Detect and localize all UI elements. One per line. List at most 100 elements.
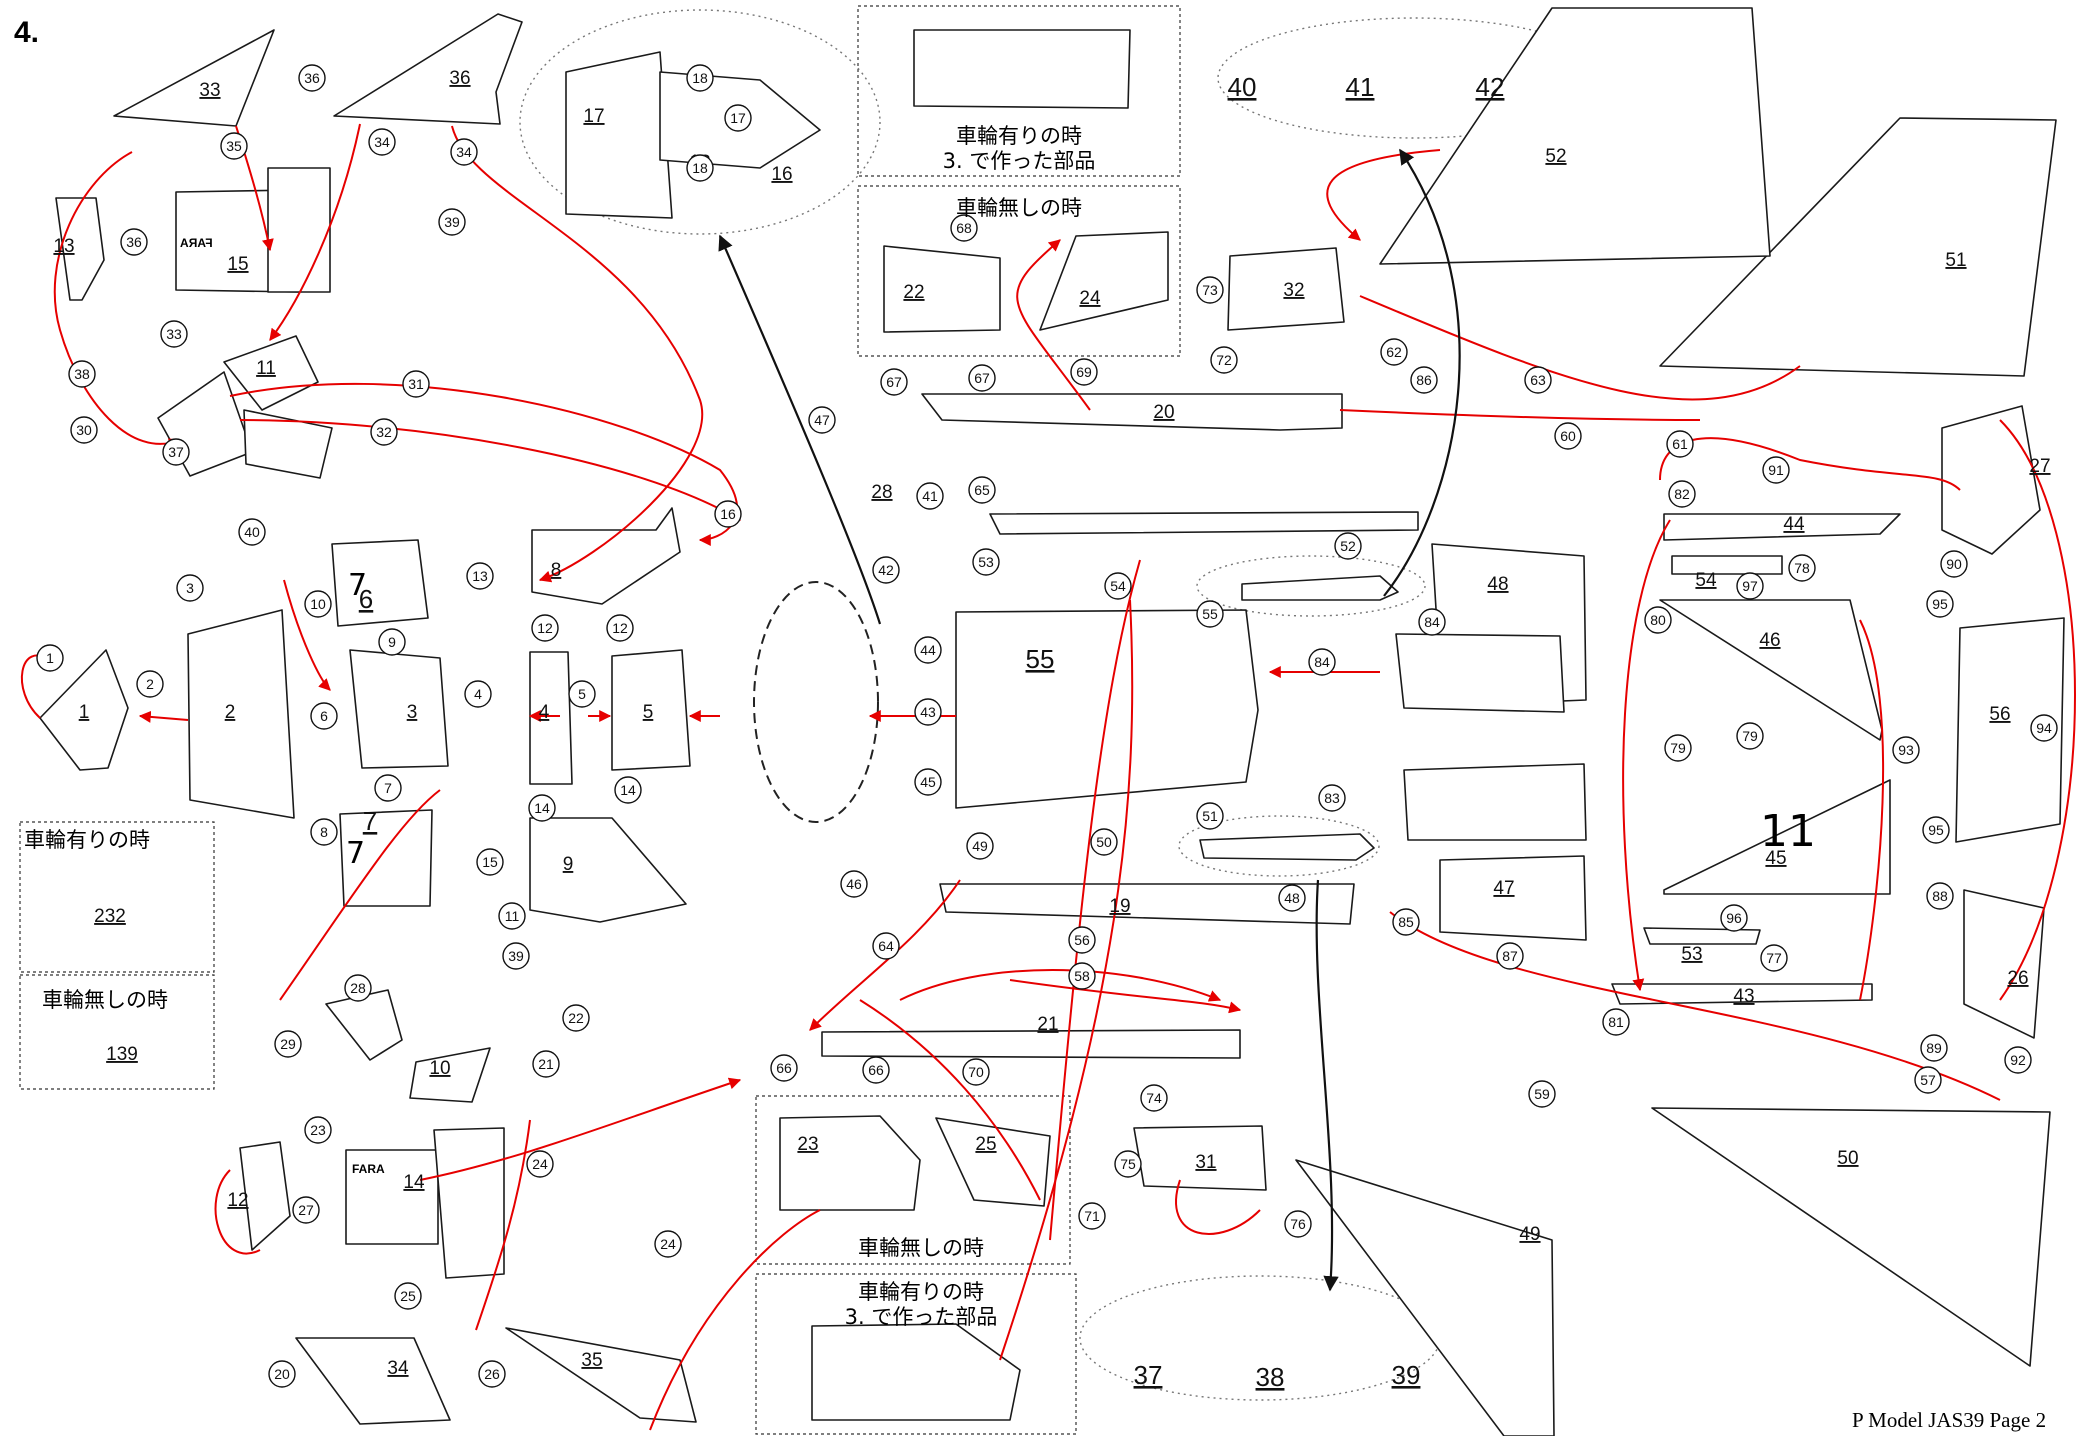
glue-tab-number: 82 bbox=[1674, 486, 1690, 502]
glue-tab-number: 49 bbox=[972, 838, 988, 854]
glue-tab-number: 36 bbox=[126, 234, 142, 250]
glue-tab-marker: 10 bbox=[304, 590, 332, 618]
glue-tab-marker: 67 bbox=[968, 364, 996, 392]
glue-tab-marker: 30 bbox=[70, 416, 98, 444]
glue-tab-marker: 80 bbox=[1644, 606, 1672, 634]
glue-tab-marker: 48 bbox=[1278, 884, 1306, 912]
glue-tab-number: 93 bbox=[1898, 742, 1914, 758]
glue-tab-marker: 67 bbox=[880, 368, 908, 396]
glue-tab-number: 52 bbox=[1340, 538, 1356, 554]
glue-tab-marker: 2 bbox=[136, 670, 164, 698]
glue-tab-circle bbox=[1078, 1202, 1106, 1230]
glue-tab-circle bbox=[1760, 944, 1788, 972]
glue-tab-number: 45 bbox=[920, 774, 936, 790]
glue-tab-circle bbox=[1418, 608, 1446, 636]
glue-tab-circle bbox=[310, 702, 338, 730]
glue-tab-marker: 58 bbox=[1068, 962, 1096, 990]
glue-tab-circle bbox=[686, 154, 714, 182]
glue-tab-marker: 49 bbox=[966, 832, 994, 860]
glue-tab-number: 78 bbox=[1794, 560, 1810, 576]
part-number-label: 1 bbox=[79, 702, 90, 723]
glue-tab-number: 48 bbox=[1284, 890, 1300, 906]
part-number-label: 43 bbox=[1733, 986, 1754, 1007]
glue-tab-number: 20 bbox=[274, 1366, 290, 1382]
glue-tab-number: 8 bbox=[320, 824, 328, 840]
glue-tab-number: 64 bbox=[878, 938, 894, 954]
part-number-label: 4 bbox=[539, 702, 550, 723]
part-number-label: 50 bbox=[1837, 1148, 1858, 1169]
glue-tab-number: 75 bbox=[1120, 1156, 1136, 1172]
glue-tab-marker: 72 bbox=[1210, 346, 1238, 374]
glue-tab-circle bbox=[724, 104, 752, 132]
glue-tab-circle bbox=[526, 1150, 554, 1178]
glue-tab-number: 25 bbox=[400, 1288, 416, 1304]
glue-tab-marker: 71 bbox=[1078, 1202, 1106, 1230]
glue-tab-circle bbox=[162, 438, 190, 466]
detail-arrows bbox=[718, 148, 1461, 1292]
glue-tab-circle bbox=[1920, 1034, 1948, 1062]
glue-tab-marker: 84 bbox=[1308, 648, 1336, 676]
glue-tab-circle bbox=[36, 644, 64, 672]
glue-tab-number: 24 bbox=[660, 1236, 676, 1252]
part-number-label: 46 bbox=[1759, 630, 1780, 651]
part-number-label: 37 bbox=[1134, 1360, 1163, 1390]
glue-tab-marker: 25 bbox=[394, 1282, 422, 1310]
glue-tab-circle bbox=[370, 418, 398, 446]
glue-tab-marker: 31 bbox=[402, 370, 430, 398]
glue-tab-circle bbox=[438, 208, 466, 236]
part-number-label: 44 bbox=[1783, 514, 1805, 535]
glue-tab-circle bbox=[1284, 1210, 1312, 1238]
glue-tab-number: 27 bbox=[298, 1202, 314, 1218]
glue-tab-circle bbox=[1524, 366, 1552, 394]
glue-tab-circle bbox=[531, 614, 559, 642]
glue-tab-circle bbox=[1090, 828, 1118, 856]
glue-tab-circle bbox=[498, 902, 526, 930]
glue-tab-number: 57 bbox=[1920, 1072, 1936, 1088]
glue-tab-number: 29 bbox=[280, 1036, 296, 1052]
glue-tab-circle bbox=[962, 1058, 990, 1086]
glue-tab-circle bbox=[402, 370, 430, 398]
note-frames bbox=[19, 5, 1181, 1435]
glue-tab-circle bbox=[916, 482, 944, 510]
glue-tab-circle bbox=[136, 670, 164, 698]
part-number-label: 10 bbox=[429, 1058, 450, 1079]
glue-tab-circle bbox=[344, 974, 372, 1002]
glue-tab-number: 44 bbox=[920, 642, 936, 658]
glue-tab-marker: 23 bbox=[304, 1116, 332, 1144]
part-number-label: 54 bbox=[1695, 570, 1717, 591]
glue-tab-number: 39 bbox=[444, 214, 460, 230]
glue-tab-circle bbox=[2004, 1046, 2032, 1074]
glue-tab-number: 42 bbox=[878, 562, 894, 578]
step-number: 4. bbox=[14, 16, 40, 49]
glue-tab-number: 80 bbox=[1650, 612, 1666, 628]
glue-tab-marker: 52 bbox=[1334, 532, 1362, 560]
part-number-label: 2 bbox=[225, 702, 236, 723]
glue-tab-marker: 69 bbox=[1070, 358, 1098, 386]
glue-tab-number: 22 bbox=[568, 1010, 584, 1026]
glue-tab-marker: 39 bbox=[502, 942, 530, 970]
glue-tab-number: 66 bbox=[776, 1060, 792, 1076]
part-number-label: 8 bbox=[551, 560, 562, 581]
glue-tab-number: 54 bbox=[1110, 578, 1126, 594]
glue-tab-circle bbox=[502, 942, 530, 970]
glue-tab-number: 95 bbox=[1928, 822, 1944, 838]
glue-tab-circle bbox=[1926, 590, 1954, 618]
glue-tab-marker: 70 bbox=[962, 1058, 990, 1086]
glue-tab-marker: 43 bbox=[914, 698, 942, 726]
glue-tab-number: 30 bbox=[76, 422, 92, 438]
glue-tab-number: 40 bbox=[244, 524, 260, 540]
glue-tab-number: 65 bbox=[974, 482, 990, 498]
glue-tab-circle bbox=[120, 228, 148, 256]
glue-tab-marker: 28 bbox=[344, 974, 372, 1002]
part-number-label: 232 bbox=[94, 906, 126, 927]
glue-tab-circle bbox=[686, 64, 714, 92]
glue-tab-marker: 41 bbox=[916, 482, 944, 510]
glue-tab-marker: 65 bbox=[968, 476, 996, 504]
glue-tab-number: 90 bbox=[1946, 556, 1962, 572]
part-number-label: 9 bbox=[563, 854, 574, 875]
glue-tab-number: 15 bbox=[482, 854, 498, 870]
glue-tab-circle bbox=[1554, 422, 1582, 450]
glue-tab-marker: 24 bbox=[526, 1150, 554, 1178]
glue-tab-circle bbox=[220, 132, 248, 160]
glue-tab-marker: 53 bbox=[972, 548, 1000, 576]
